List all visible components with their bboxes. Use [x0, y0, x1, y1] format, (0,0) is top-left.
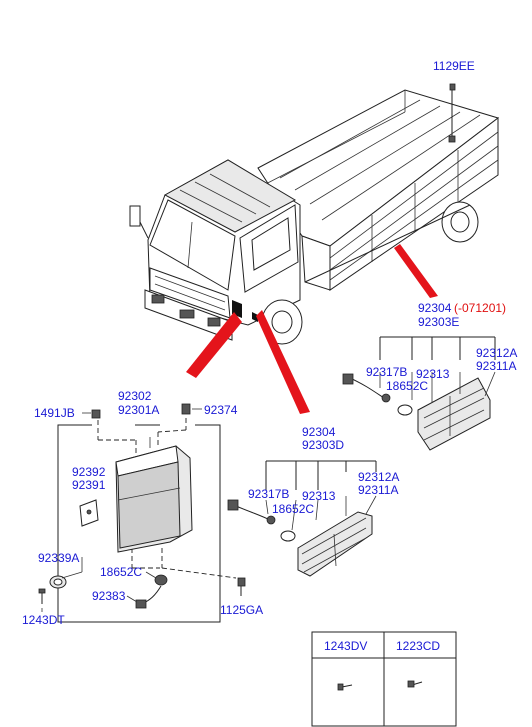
- front-lamp-assembly: [38, 403, 246, 623]
- table-header-1243dv: 1243DV: [324, 639, 367, 653]
- pointer-arrow-front: [186, 312, 242, 378]
- label-92311a-top: 92311A: [476, 359, 516, 373]
- label-18652c-mid: 18652C: [272, 502, 314, 516]
- label-92313-top: 92313: [416, 367, 450, 381]
- label-92303d: 92303D: [302, 438, 344, 452]
- label-92311a-mid: 92311A: [358, 483, 398, 497]
- label-18652c-top: 18652C: [386, 379, 428, 393]
- label-18652c-left: 18652C: [100, 565, 142, 579]
- label-92383: 92383: [92, 589, 126, 603]
- label-date-code: (-071201): [454, 301, 506, 315]
- label-92317b-top: 92317B: [366, 365, 407, 379]
- label-92312a-top: 92312A: [476, 346, 517, 360]
- truck-illustration: [129, 83, 500, 345]
- label-92303e: 92303E: [418, 315, 459, 329]
- label-1125ga: 1125GA: [220, 603, 263, 617]
- label-92392: 92392: [72, 465, 106, 479]
- pointer-arrow-side: [256, 310, 310, 414]
- label-92304-mid: 92304: [302, 425, 336, 439]
- label-92374: 92374: [204, 403, 238, 417]
- pointer-arrow-rear: [394, 244, 438, 298]
- label-92302: 92302: [118, 389, 152, 403]
- rear-lamp-assembly-top: [342, 336, 496, 451]
- label-92304-top: 92304: [418, 301, 452, 315]
- label-1243dt: 1243DT: [22, 613, 65, 627]
- rear-lamp-assembly-mid: [227, 460, 377, 577]
- label-92301a: 92301A: [118, 403, 159, 417]
- label-92313-mid: 92313: [302, 489, 336, 503]
- label-92312a-mid: 92312A: [358, 470, 399, 484]
- label-92339a: 92339A: [38, 551, 79, 565]
- label-1491jb: 1491JB: [34, 406, 75, 420]
- label-92317b-mid: 92317B: [248, 487, 289, 501]
- label-92391: 92391: [72, 478, 106, 492]
- label-1129ee: 1129EE: [433, 59, 475, 73]
- table-header-1223cd: 1223CD: [396, 639, 440, 653]
- fastener-table: [311, 631, 457, 727]
